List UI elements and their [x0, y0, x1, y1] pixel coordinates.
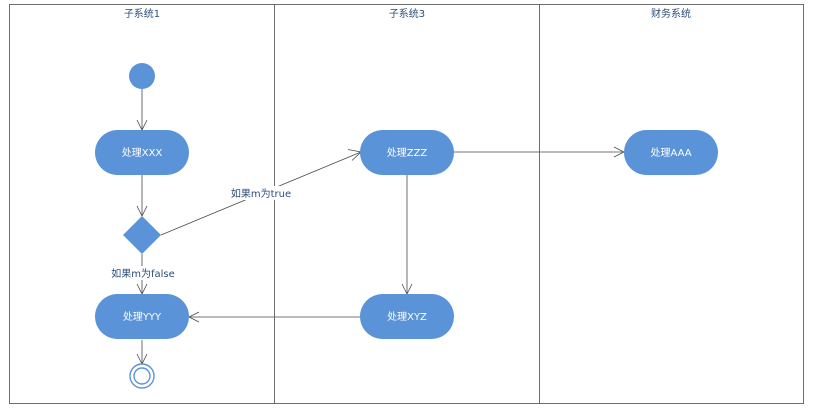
- node-process-xyz-shape: [360, 294, 454, 339]
- lane-title-subsystem-1: 子系统1: [124, 7, 160, 20]
- node-process-xxx[interactable]: 处理XXX: [95, 130, 189, 175]
- node-process-yyy[interactable]: 处理YYY: [95, 294, 189, 339]
- node-process-xxx-shape: [95, 130, 189, 175]
- node-process-zzz-label: 处理ZZZ: [387, 147, 428, 159]
- edge-label-false: 如果m为false: [111, 267, 175, 280]
- edge-label-true: 如果m为true: [231, 187, 291, 200]
- node-process-yyy-label: 处理YYY: [123, 311, 162, 323]
- end-node: [129, 363, 155, 389]
- lane-title-subsystem-3: 子系统3: [389, 7, 425, 20]
- end-node-inner-ring: [133, 367, 151, 385]
- node-process-aaa-shape: [624, 130, 718, 175]
- true-label-background: [229, 186, 293, 200]
- lane-title-finance-system: 财务系统: [651, 7, 691, 20]
- node-process-yyy-shape: [95, 294, 189, 339]
- node-process-zzz[interactable]: 处理ZZZ: [360, 130, 454, 175]
- node-process-xyz[interactable]: 处理XYZ: [360, 294, 454, 339]
- node-process-zzz-shape: [360, 130, 454, 175]
- swimlane-frame: [9, 4, 804, 404]
- start-node: [129, 63, 155, 89]
- arrowhead-aaa: [613, 146, 625, 158]
- arrowhead-yyy-from-xyz: [188, 311, 200, 323]
- node-process-aaa-label: 处理AAA: [650, 147, 691, 159]
- node-process-xyz-label: 处理XYZ: [387, 311, 427, 323]
- decision-node: [123, 216, 161, 254]
- node-process-aaa[interactable]: 处理AAA: [624, 130, 718, 175]
- false-label-background: [109, 266, 177, 280]
- node-process-xxx-label: 处理XXX: [122, 147, 163, 159]
